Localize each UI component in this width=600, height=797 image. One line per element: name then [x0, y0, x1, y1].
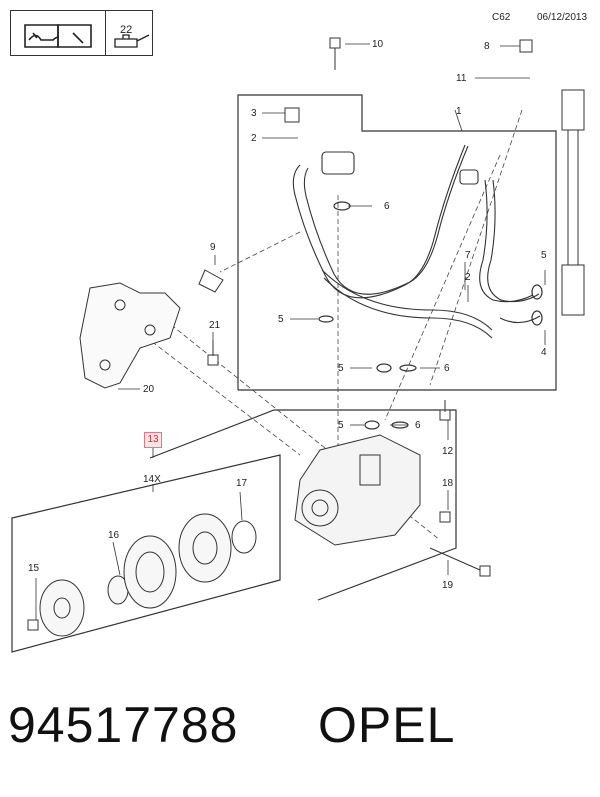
- callout-4: 4: [541, 347, 547, 358]
- callout-5d: 5: [338, 420, 344, 431]
- legend-box: 22: [10, 10, 153, 56]
- callout-2a: 2: [251, 133, 257, 144]
- callout-5c: 5: [338, 363, 344, 374]
- ac-compressor: [294, 434, 421, 546]
- callout-15: 15: [28, 563, 40, 574]
- callout-14x: 14X: [143, 474, 161, 485]
- callout-18: 18: [442, 478, 454, 489]
- callout-11: 11: [456, 73, 467, 84]
- callout-22: 22: [120, 24, 133, 36]
- callout-6a: 6: [384, 201, 390, 212]
- compressor-clutch-set: [39, 513, 257, 637]
- mounting-bracket-20: [79, 282, 181, 389]
- callout-17: 17: [236, 478, 248, 489]
- callout-13: 13: [144, 432, 162, 448]
- refrigerant-hose-assembly: [292, 144, 541, 339]
- assembly-13-frame: [149, 409, 457, 601]
- callout-5a: 5: [541, 250, 547, 261]
- section-code: C62: [492, 12, 511, 23]
- condenser-connector-block: [561, 89, 585, 316]
- callout-7: 7: [465, 250, 471, 261]
- oil-can-icon: [114, 34, 150, 48]
- diagram-date: 06/12/2013: [537, 12, 588, 23]
- callout-3: 3: [251, 108, 257, 119]
- callout-6b: 6: [444, 363, 450, 374]
- callout-12: 12: [442, 446, 454, 457]
- callout-19: 19: [442, 580, 454, 591]
- callout-9: 9: [210, 242, 216, 253]
- seal-rings: [318, 201, 543, 430]
- brand-name: OPEL: [318, 697, 456, 753]
- callout-5b: 5: [278, 314, 284, 325]
- bolts: [27, 37, 533, 631]
- callout-8: 8: [484, 41, 490, 52]
- manual-icon: [24, 24, 92, 48]
- callout-6c: 6: [415, 420, 421, 431]
- callout-21: 21: [209, 320, 221, 331]
- assembly-1-frame: [237, 94, 557, 391]
- callout-1: 1: [456, 106, 462, 117]
- callout-10: 10: [372, 39, 384, 50]
- callout-20: 20: [143, 384, 155, 395]
- callout-2b: 2: [465, 272, 471, 283]
- part-number: 94517788: [8, 697, 239, 753]
- assembly-14x-frame: [11, 454, 281, 653]
- callout-16: 16: [108, 530, 120, 541]
